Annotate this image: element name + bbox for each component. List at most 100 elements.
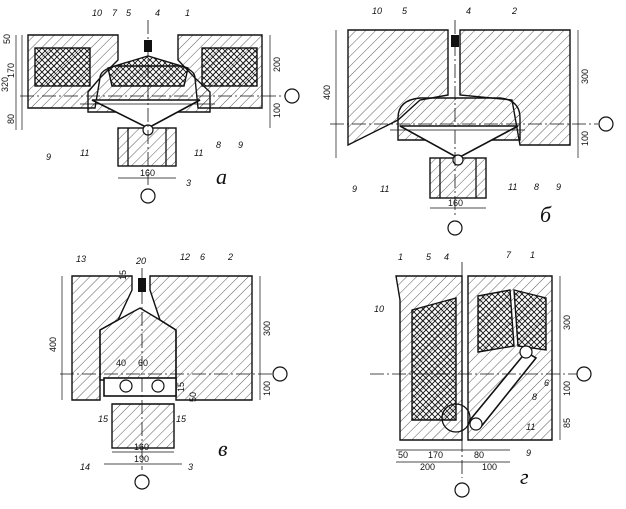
dim-g-right-3: 85	[562, 418, 572, 428]
dim-a-left-1: 50	[2, 34, 12, 44]
label-v-5: 2	[227, 252, 233, 262]
label-b-8: 8	[534, 182, 539, 192]
connection-plate-v	[103, 377, 177, 397]
axis-marker-g-right	[576, 366, 592, 382]
label-g-3: 4	[444, 252, 449, 262]
label-g-9: 11	[526, 422, 535, 432]
axis-marker-b-bottom	[447, 220, 463, 236]
wall-right-b	[459, 29, 571, 146]
label-b-4: 2	[511, 6, 517, 16]
dim-g-bottom-3: 80	[474, 450, 484, 460]
dim-v-inner-1: 40	[116, 358, 126, 368]
label-g-10: 9	[526, 448, 531, 458]
gasket-v	[138, 278, 146, 292]
dim-g-bottom-2: 170	[428, 450, 443, 460]
dim-b-bottom: 160	[448, 198, 463, 208]
label-a-2: 7	[112, 8, 118, 18]
panel-v-letter: в	[218, 436, 228, 461]
gasket-b	[451, 35, 459, 47]
dim-a-left-4: 320	[0, 77, 10, 92]
dim-g-bottom-5: 100	[482, 462, 497, 472]
dim-v-inner-4: 50	[188, 392, 198, 402]
dim-a-right-1: 200	[272, 57, 282, 72]
label-a-7: 11	[80, 148, 89, 158]
label-b-6: 11	[380, 184, 389, 194]
insulation-left-a	[34, 47, 91, 87]
label-g-5: 1	[530, 250, 535, 260]
insulation-right-a	[201, 47, 258, 87]
dim-b-right-1: 300	[580, 69, 590, 84]
label-b-2: 5	[402, 6, 408, 16]
label-v-2: 20	[135, 256, 146, 266]
label-b-9: 9	[556, 182, 561, 192]
label-v-7: 15	[176, 414, 187, 424]
label-v-1: 13	[76, 254, 86, 264]
dim-v-left-1: 400	[48, 337, 58, 352]
column-v	[111, 403, 175, 449]
label-g-6: 10	[374, 304, 384, 314]
dim-b-left: 400	[322, 85, 332, 100]
axis-marker-v-bottom	[134, 474, 150, 490]
label-b-7: 11	[508, 182, 517, 192]
dim-b-right-2: 100	[580, 131, 590, 146]
insulation-left-g	[411, 297, 457, 421]
label-v-9: 3	[188, 462, 193, 472]
label-v-3: 12	[180, 252, 190, 262]
dim-v-bottom-2: 190	[134, 454, 149, 464]
label-a-6: 9	[46, 152, 51, 162]
panel-g-letter: г	[520, 464, 529, 489]
dim-v-inner-2: 60	[138, 358, 148, 368]
dim-v-right-2: 100	[262, 381, 272, 396]
connection-node-g	[441, 403, 471, 433]
panel-a-letter: а	[216, 164, 227, 189]
dim-g-right-2: 100	[562, 381, 572, 396]
panel-b: 10 5 4 2 9 11 11 8 9 400 300 100 160 б	[322, 6, 614, 236]
insulation-right-g	[513, 289, 547, 351]
label-b-3: 4	[466, 6, 471, 16]
dim-a-left-2: 170	[6, 63, 16, 78]
label-g-4: 7	[506, 250, 512, 260]
panel-b-letter: б	[540, 202, 552, 227]
label-a-9: 8	[216, 140, 221, 150]
label-v-8: 14	[80, 462, 90, 472]
joint-cavity-v	[99, 307, 177, 381]
label-a-11: 3	[186, 178, 191, 188]
dim-v-right-1: 300	[262, 321, 272, 336]
dim-a-left-3: 80	[6, 114, 16, 124]
label-a-8: 11	[194, 148, 203, 158]
axis-marker-b-right	[598, 116, 614, 132]
label-g-2: 5	[426, 252, 432, 262]
label-g-8: 8	[532, 392, 537, 402]
dim-g-bottom-4: 200	[420, 462, 435, 472]
axis-marker-v-right	[272, 366, 288, 382]
dim-v-bottom-1: 160	[134, 442, 149, 452]
label-v-6: 15	[98, 414, 109, 424]
label-g-1: 1	[398, 252, 403, 262]
gasket-a	[144, 40, 152, 52]
label-a-4: 4	[155, 8, 160, 18]
axis-marker-a-bottom	[140, 188, 156, 204]
axis-marker-g-bottom	[454, 482, 470, 498]
dim-g-right-1: 300	[562, 315, 572, 330]
dim-a-bottom: 160	[140, 168, 155, 178]
label-v-4: 6	[200, 252, 205, 262]
panel-v: 13 20 12 6 2 15 15 14 3 400 15 40 60 15 …	[48, 252, 288, 490]
axis-marker-a-right	[284, 88, 300, 104]
label-g-7: 6	[544, 378, 549, 388]
label-b-1: 10	[372, 6, 382, 16]
label-a-3: 5	[126, 8, 132, 18]
connection-plate-a	[91, 99, 201, 129]
insulation-core-g	[477, 289, 515, 353]
connection-plate-b	[399, 125, 519, 159]
label-a-1: 10	[92, 8, 102, 18]
dim-a-right-2: 100	[272, 103, 282, 118]
label-a-5: 1	[185, 8, 190, 18]
dim-v-left-2: 15	[118, 270, 128, 280]
panel-g: 1 5 4 7 1 10 6 8 11 9 300 100 85 50 170 …	[370, 250, 592, 498]
label-b-5: 9	[352, 184, 357, 194]
label-a-10: 9	[238, 140, 243, 150]
dim-g-bottom-1: 50	[398, 450, 408, 460]
panel-a: 10 7 5 4 1 9 11 11 8 9 3 50 170 80 320 2…	[0, 8, 300, 204]
dim-v-inner-3: 15	[176, 382, 186, 392]
